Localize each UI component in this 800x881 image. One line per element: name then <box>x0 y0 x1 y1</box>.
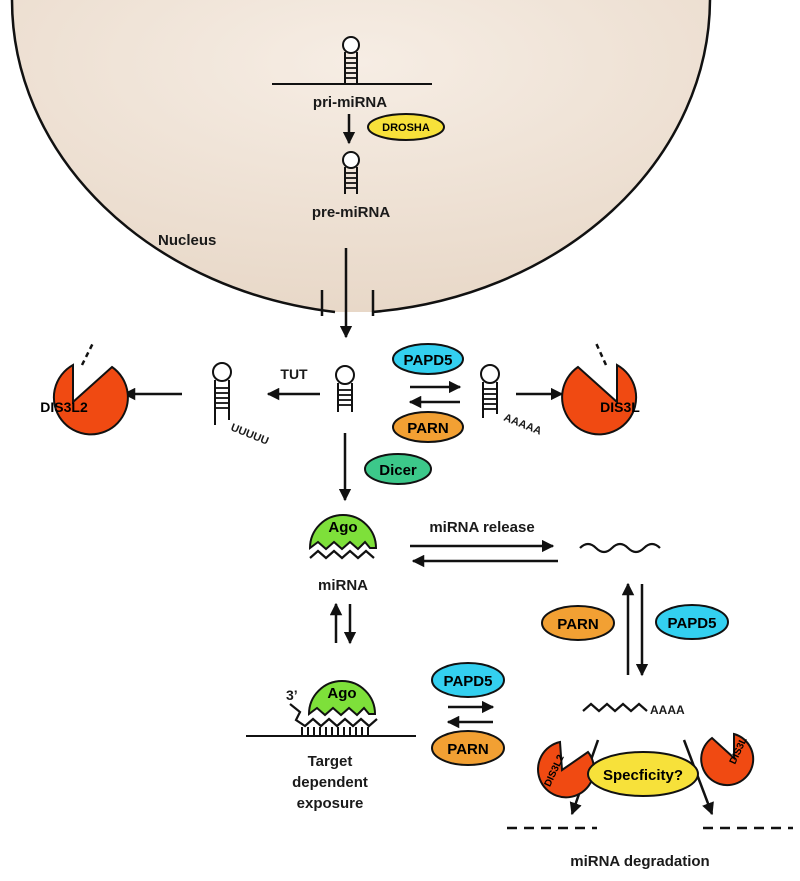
svg-text:PAPD5: PAPD5 <box>444 673 493 690</box>
mirna-label: miRNA <box>318 577 368 594</box>
target-bound-ago-complex: Ago <box>289 680 378 736</box>
mirna-degradation-label: miRNA degradation <box>570 853 709 870</box>
dis3l2-enzyme-left: DIS3L2 <box>40 342 129 436</box>
target-label-line2: dependent <box>292 774 368 791</box>
uridylated-pre-mirna <box>212 362 232 425</box>
svg-text:Ago: Ago <box>327 685 356 702</box>
mirna-release-label: miRNA release <box>429 519 534 536</box>
adenylated-pre-mirna <box>480 364 500 418</box>
ago-mirna-complex: Ago <box>308 514 378 560</box>
svg-text:PAPD5: PAPD5 <box>668 615 717 632</box>
papd5-enzyme-target: PAPD5 <box>431 662 505 698</box>
svg-text:PARN: PARN <box>407 420 448 437</box>
papd5-enzyme-top: PAPD5 <box>392 343 464 375</box>
pri-mirna-hairpin <box>272 36 432 85</box>
dis3l2-enzyme-degradation: DIS3L2 <box>537 740 595 799</box>
pre-mirna-hairpin <box>342 151 360 194</box>
parn-enzyme-top: PARN <box>392 411 464 443</box>
svg-text:PARN: PARN <box>447 741 488 758</box>
target-label-line1: Target <box>308 753 353 770</box>
papd5-enzyme-free: PAPD5 <box>655 604 729 640</box>
nucleus-membrane <box>11 0 710 312</box>
pri-mirna-label: pri-miRNA <box>313 94 387 111</box>
dis3l-enzyme-degradation: DIS3L <box>700 732 755 787</box>
cytoplasmic-pre-mirna <box>335 365 355 412</box>
svg-text:DROSHA: DROSHA <box>382 122 430 134</box>
svg-text:PAPD5: PAPD5 <box>404 352 453 369</box>
nucleus-label: Nucleus <box>158 232 216 249</box>
dicer-enzyme: Dicer <box>364 453 432 485</box>
target-label-line3: exposure <box>297 795 364 812</box>
parn-enzyme-free: PARN <box>541 605 615 641</box>
nucleus-left-edge <box>10 0 336 314</box>
svg-text:DIS3L2: DIS3L2 <box>40 399 88 415</box>
nucleus-right-edge <box>371 0 712 314</box>
adenylated-free-mirna-strand <box>582 702 648 713</box>
specificity-badge: Specficity? <box>587 751 699 797</box>
svg-text:Dicer: Dicer <box>379 462 417 479</box>
dis3l-enzyme-right: DIS3L <box>561 342 640 436</box>
uuuuu-tail: UUUUU <box>229 422 270 448</box>
svg-text:DIS3L: DIS3L <box>600 399 640 415</box>
parn-enzyme-target: PARN <box>431 730 505 766</box>
three-prime-label: 3’ <box>286 687 298 703</box>
aaaa-tail: AAAA <box>650 703 685 717</box>
drosha-enzyme: DROSHA <box>367 113 445 141</box>
svg-text:Ago: Ago <box>328 519 357 536</box>
svg-text:PARN: PARN <box>557 616 598 633</box>
aaaaa-tail: AAAAA <box>502 412 543 438</box>
tut-label: TUT <box>280 366 308 382</box>
pre-mirna-label: pre-miRNA <box>312 204 391 221</box>
svg-text:Specficity?: Specficity? <box>603 767 683 784</box>
free-mirna-strand <box>579 542 661 554</box>
